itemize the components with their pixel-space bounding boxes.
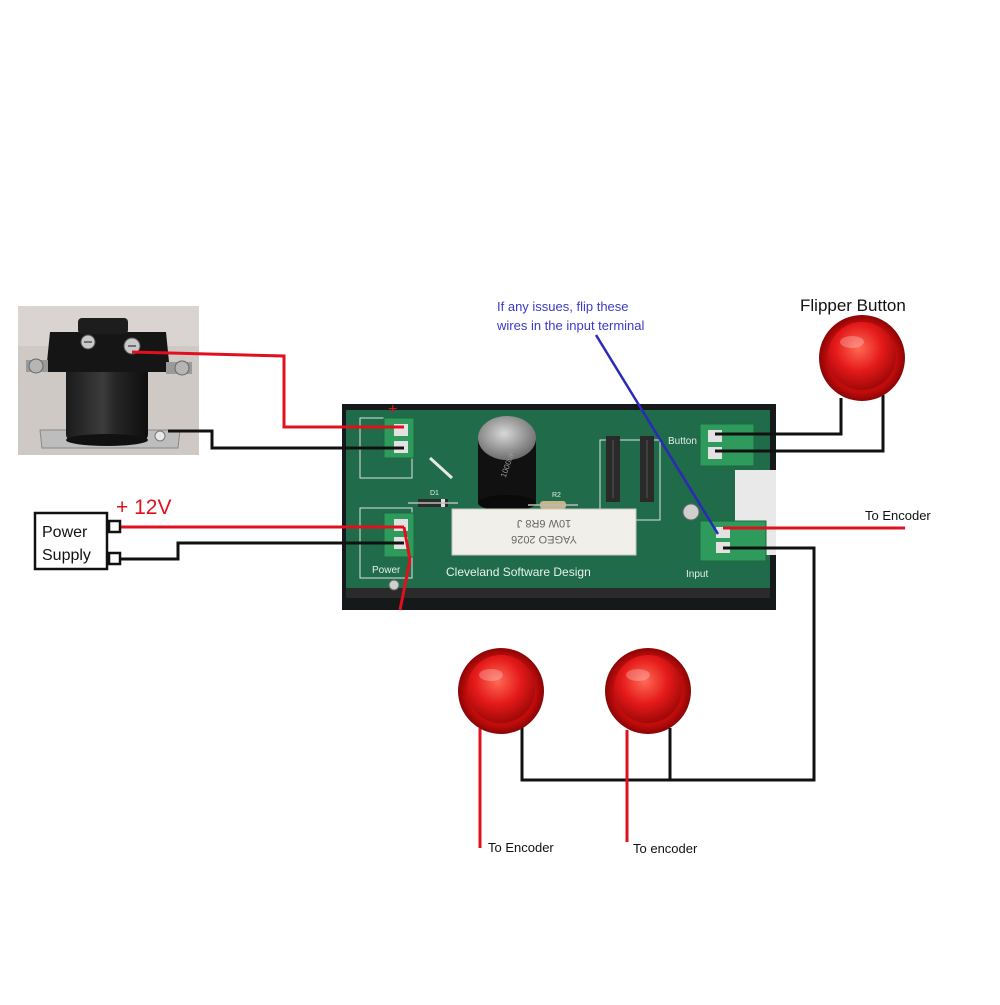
- note-arrow: [594, 334, 720, 535]
- label-solenoid-plus: +: [388, 401, 397, 418]
- wire-solenoid-positive: [131, 350, 404, 429]
- capacitor-top: [478, 416, 536, 460]
- label-flipper-button: Flipper Button: [800, 296, 906, 315]
- terminal-button-slot-1: [708, 430, 722, 442]
- label-note-line2: wires in the input terminal: [496, 318, 645, 333]
- board-mount-screw-2: [388, 579, 400, 591]
- solenoid-cap-top: [78, 318, 128, 334]
- terminal-input-slot-1: [716, 527, 730, 538]
- solenoid-body: [66, 350, 148, 442]
- board-brand: Cleveland Software Design: [446, 565, 591, 579]
- label-supply: Supply: [42, 547, 91, 564]
- power-resistor-text: YAGEO 2026 10W 6R8 J: [511, 517, 577, 545]
- terminal-button: Button: [668, 423, 755, 467]
- terminal-button-slot-2: [708, 447, 722, 459]
- wire-flipper-2: [715, 395, 885, 453]
- label-to-encoder-bottom-right: To encoder: [633, 841, 698, 856]
- encoder-button-left-cap: [467, 655, 535, 723]
- resistor-line1: YAGEO 2026: [511, 533, 577, 545]
- label-to-encoder-right: To Encoder: [865, 508, 931, 523]
- power-resistor: YAGEO 2026 10W 6R8 J: [451, 508, 637, 556]
- solenoid: [18, 306, 199, 455]
- solenoid-base: [66, 434, 148, 446]
- encoder-button-left-highlight: [479, 669, 503, 681]
- terminal-power-label: Power: [372, 565, 401, 576]
- wire-ground-bus: [520, 546, 816, 782]
- label-power: Power: [42, 524, 88, 541]
- terminal-button-label: Button: [668, 436, 697, 447]
- wire-solenoid-ground: [168, 429, 404, 450]
- power-supply: [33, 511, 122, 571]
- board-mount-screw: [682, 503, 700, 521]
- d1-label: D1: [430, 490, 439, 497]
- label-to-encoder-bottom-left: To Encoder: [488, 840, 554, 855]
- capacitor-bottom: [478, 495, 536, 511]
- wire-flipper-1: [715, 398, 843, 436]
- encoder-button-left: [458, 648, 544, 734]
- capacitor: 1000uF: [478, 416, 536, 511]
- resistor-line2: 10W 6R8 J: [517, 517, 571, 529]
- solenoid-nut-left: [28, 358, 44, 374]
- power-supply-terminal-positive: [107, 519, 122, 534]
- terminal-input-label: Input: [686, 569, 708, 580]
- encoder-button-right-highlight: [626, 669, 650, 681]
- power-supply-terminal-ground: [107, 551, 122, 566]
- solenoid-mount-hole: [154, 430, 166, 442]
- flipper-button-cap: [828, 322, 896, 390]
- control-board: 1000uF D1 R2 YAGEO 2026 10W 6R8 J: [342, 404, 776, 610]
- label-plus-12v: + 12V: [116, 496, 171, 519]
- pcb-shadow: [346, 588, 770, 598]
- wire-power-lead: [398, 526, 412, 611]
- silk-diagonal: [428, 456, 454, 480]
- terminal-solenoid: [383, 417, 415, 459]
- flipper-button: [819, 315, 905, 401]
- label-note-line1: If any issues, flip these: [497, 299, 629, 314]
- diode-d1: D1: [408, 490, 458, 507]
- wire-power-ground: [116, 541, 404, 561]
- r2-label: R2: [552, 492, 561, 499]
- wires: [116, 350, 905, 848]
- flipper-button-highlight: [840, 336, 864, 348]
- power-resistor-body: [451, 508, 637, 556]
- solenoid-nut-right: [174, 360, 190, 376]
- encoder-button-right: [605, 648, 691, 734]
- encoder-button-right-cap: [614, 655, 682, 723]
- resistor-r2: R2: [528, 492, 578, 509]
- power-supply-box: [33, 511, 109, 571]
